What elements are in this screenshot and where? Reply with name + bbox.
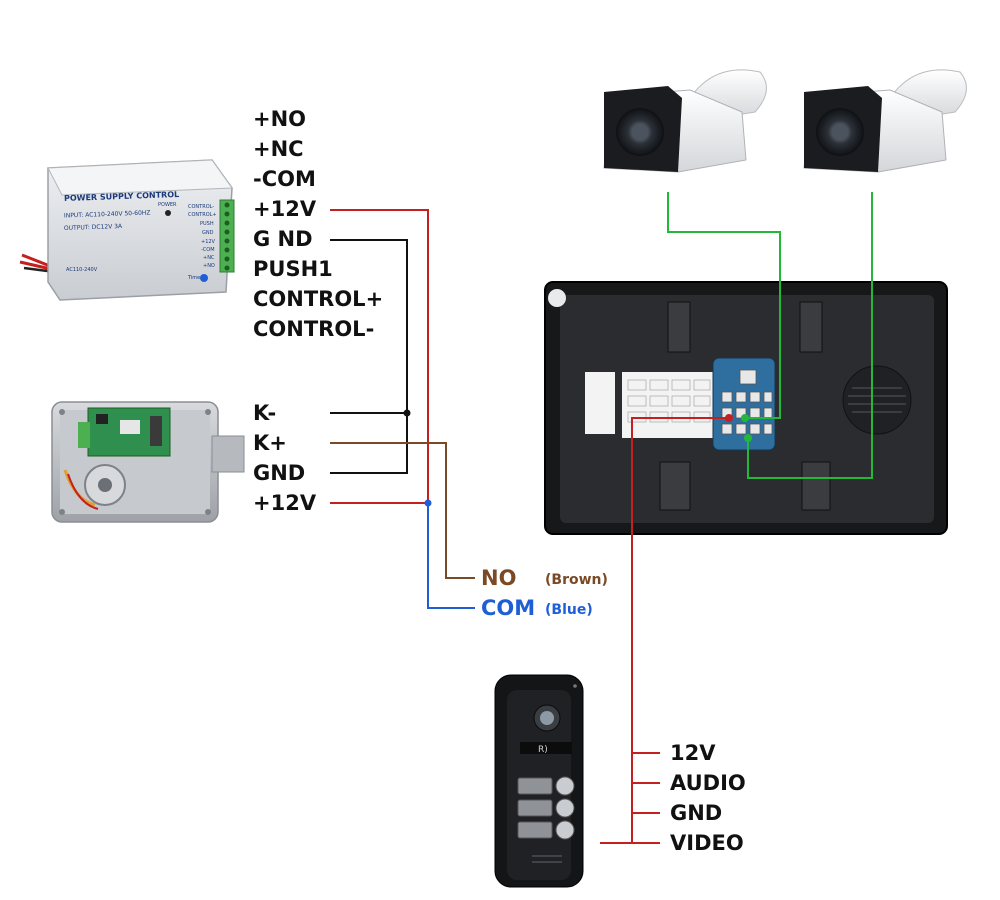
lock-screw [59,409,65,415]
psu-time-label: Time [188,275,201,281]
doorbell-call-button-2[interactable] [555,798,575,818]
power-supply-unit [19,159,235,301]
lock-label-kplus: K+ [253,431,287,455]
junction-dot-green-2 [744,434,752,442]
wire-camera-2-to-monitor [747,192,873,479]
relay-note-brown: (Brown) [545,572,608,588]
indoor-monitor [544,281,948,535]
wire-lock-12v-to-com [427,503,475,609]
psu-terminal-block [219,199,235,273]
psu-label-nc: +NC [253,137,304,161]
wire-psu-gnd-to-lock [330,239,408,474]
wire-doorbell-to-monitor [600,417,729,844]
doorbell-mic [573,684,577,688]
lock-chip [96,414,108,424]
lock-screw [59,509,65,515]
electric-lock [51,401,245,523]
doorbell-speaker-grille [532,855,562,863]
relay-label-no: NO [481,566,517,590]
psu-label-com: -COM [253,167,316,191]
lock-label-12v: +12V [253,491,317,515]
lock-screw [205,509,211,515]
psu-terminal-label: PUSH [200,221,214,227]
monitor-serial-sticker [585,372,615,434]
junction-dot-blue [424,499,432,507]
lock-screw [205,409,211,415]
lock-label-kminus: K- [253,401,277,425]
monitor-button-icon [548,289,566,307]
lock-relay [120,420,140,434]
junction-dot-red [725,414,733,422]
psu-terminal-label: CONTROL+ [188,212,217,218]
outdoor-doorbell: R) [494,674,584,888]
relay-label-com: COM [481,596,536,620]
psu-terminal-screws [224,202,230,271]
wire-psu-12v-to-lock-12v [330,209,429,504]
psu-terminal-label: -COM [201,247,215,253]
camera-lens-core [632,124,648,140]
camera-lens-core [832,124,848,140]
psu-terminal-label: GND [202,230,214,236]
lock-motor-hub [98,478,112,492]
wire-camera-1-to-monitor [667,192,781,419]
psu-label-control-minus: CONTROL- [253,317,375,341]
relay-note-blue: (Blue) [545,602,593,618]
junction-dot-green-1 [741,414,749,422]
doorbell-label-video: VIDEO [670,831,744,855]
psu-model: AC110-240V [66,267,98,273]
power-led-icon [165,210,171,216]
psu-label-no: +NO [253,107,307,131]
rfid-icon: R) [538,745,548,755]
psu-label-push1: PUSH1 [253,257,333,281]
psu-terminal-label: CONTROL- [188,204,215,210]
doorbell-call-button-3[interactable] [555,820,575,840]
camera-1 [603,69,767,173]
psu-terminal-label: +NO [203,263,215,269]
doorbell-name-plates [517,777,553,839]
psu-power-label: POWER [158,202,177,208]
lock-wire-red [67,473,99,510]
psu-terminal-label: +NC [203,255,215,261]
psu-terminal-label: +12V [201,239,215,245]
monitor-connectors [721,369,773,435]
wire-lock-kplus-to-no [330,442,475,579]
lock-terminal [78,422,90,448]
doorbell-label-audio: AUDIO [670,771,746,795]
psu-label-control-plus: CONTROL+ [253,287,384,311]
lock-capacitor [150,416,162,446]
psu-label-12v: +12V [253,197,317,221]
monitor-speaker-icon [842,365,912,435]
doorbell-rfid-strip [520,742,572,754]
doorbell-label-gnd: GND [670,801,723,825]
doorbell-lens [540,711,554,725]
camera-2 [803,69,967,173]
monitor-speaker-grille [848,387,906,413]
monitor-mount-holes [659,301,831,511]
doorbell-call-button-1[interactable] [555,776,575,796]
doorbell-label-12v: 12V [670,741,716,765]
junction-dot-black [403,409,411,417]
psu-lid [47,159,233,196]
psu-label-gnd: G ND [253,227,313,251]
lock-bolt [211,435,245,473]
time-dial-icon [200,274,208,282]
lock-label-gnd: GND [253,461,306,485]
